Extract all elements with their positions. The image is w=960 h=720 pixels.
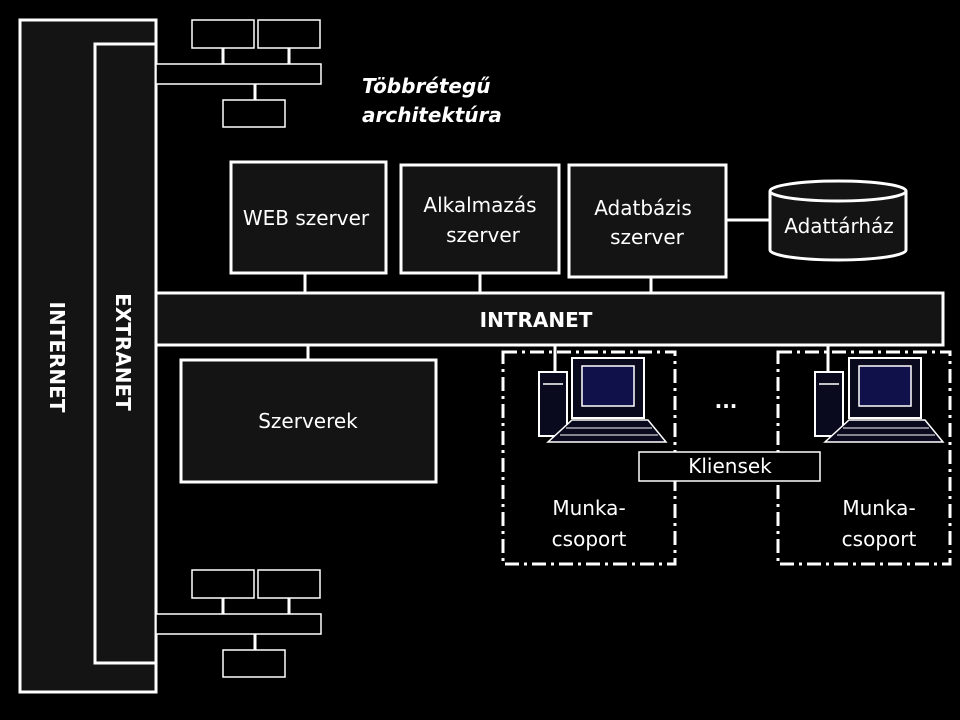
servers-label: Szerverek bbox=[258, 409, 358, 433]
data-warehouse-cylinder: Adattárház bbox=[768, 179, 908, 262]
internet-label: INTERNET bbox=[45, 302, 69, 413]
diagram-title-line2: architektúra bbox=[362, 103, 502, 127]
intranet-bar bbox=[154, 291, 945, 347]
db-server-box bbox=[567, 163, 728, 279]
ellipsis: ... bbox=[715, 389, 738, 413]
workgroup-right-label-line1: Munka- bbox=[842, 496, 915, 520]
network-node bbox=[257, 19, 321, 49]
network-node bbox=[191, 19, 255, 49]
network-node bbox=[191, 569, 255, 599]
data-warehouse-label: Adattárház bbox=[784, 214, 894, 238]
network-node bbox=[222, 649, 286, 678]
web-server-label: WEB szerver bbox=[243, 206, 370, 230]
workgroup-left-label-line1: Munka- bbox=[552, 496, 625, 520]
network-node bbox=[222, 99, 286, 128]
db-server-label-line1: Adatbázis bbox=[594, 196, 692, 220]
computer-icon bbox=[814, 357, 945, 443]
network-node bbox=[257, 569, 321, 599]
external-network-top bbox=[155, 19, 322, 128]
extranet-band bbox=[93, 42, 158, 665]
external-network-bottom bbox=[155, 569, 322, 678]
network-bus bbox=[155, 63, 322, 85]
clients-label: Kliensek bbox=[688, 454, 772, 478]
app-server-box bbox=[399, 163, 561, 275]
intranet-label: INTRANET bbox=[480, 308, 593, 332]
app-server-label-line2: szerver bbox=[446, 223, 521, 247]
network-bus bbox=[155, 613, 322, 635]
extranet-label: EXTRANET bbox=[111, 293, 135, 411]
clients-box bbox=[638, 451, 821, 482]
workgroup-right-label-line2: csoport bbox=[842, 527, 917, 551]
app-server-label-line1: Alkalmazás bbox=[423, 193, 536, 217]
workgroup-left-label-line2: csoport bbox=[552, 527, 627, 551]
diagram-title-line1: Többrétegű bbox=[362, 74, 491, 98]
computer-icon bbox=[538, 357, 668, 443]
web-server-box bbox=[229, 160, 388, 275]
db-server-label-line2: szerver bbox=[610, 225, 685, 249]
servers-box bbox=[179, 358, 438, 484]
